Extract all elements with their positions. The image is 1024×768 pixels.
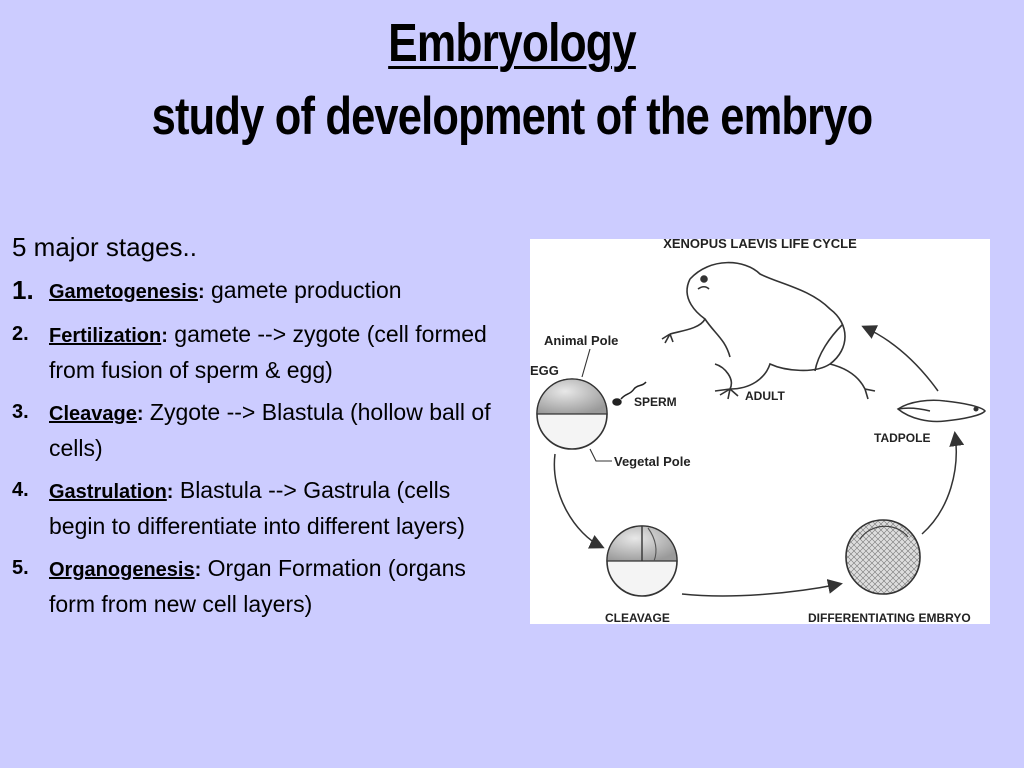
stages-intro: 5 major stages.. xyxy=(12,232,197,262)
stage-item-cleavage: 3. Cleavage: Zygote --> Blastula (hollow… xyxy=(12,395,512,465)
differentiating-embryo-label: DIFFERENTIATING EMBRYO xyxy=(808,611,971,624)
stage-description: gamete production xyxy=(204,277,402,303)
cleavage-label: CLEAVAGE xyxy=(605,611,670,624)
stage-colon: : xyxy=(197,281,205,303)
stage-colon: : xyxy=(166,481,174,503)
adult-frog-illustration xyxy=(661,261,876,400)
figure-title: XENOPUS LAEVIS LIFE CYCLE xyxy=(663,239,857,251)
differentiating-embryo-illustration xyxy=(845,519,921,595)
animal-pole-label: Animal Pole xyxy=(544,333,618,348)
life-cycle-figure: XENOPUS LAEVIS LIFE CYCLE xyxy=(530,239,990,624)
stage-item-gastrulation: 4. Gastrulation: Blastula --> Gastrula (… xyxy=(12,473,512,543)
stage-colon: : xyxy=(194,559,202,581)
stage-name: Cleavage xyxy=(49,403,137,425)
stage-number: 2. xyxy=(12,323,29,345)
slide-title: Embryology xyxy=(388,13,637,73)
stage-item-fertilization: 2. Fertilization: gamete --> zygote (cel… xyxy=(12,317,512,387)
sperm-label: SPERM xyxy=(634,395,677,409)
stage-name: Gastrulation xyxy=(49,481,167,503)
stage-description: Zygote --> Blastula (hollow ball of cell… xyxy=(49,399,491,461)
slide-subtitle: study of development of the embryo xyxy=(151,87,874,146)
stage-name: Organogenesis xyxy=(49,559,195,581)
sperm-illustration xyxy=(612,381,647,406)
stage-name: Fertilization xyxy=(49,325,162,347)
tadpole-label: TADPOLE xyxy=(874,431,930,445)
stages-list: 5 major stages.. 1. Gametogenesis: gamet… xyxy=(12,232,512,629)
stage-number: 5. xyxy=(12,557,29,579)
egg-label: EGG xyxy=(530,363,559,378)
arrow-differentiating-to-tadpole xyxy=(921,431,965,535)
stage-colon: : xyxy=(161,325,168,347)
stage-name: Gametogenesis xyxy=(49,281,198,303)
arrow-egg-to-cleavage xyxy=(553,453,605,549)
stage-number: 4. xyxy=(12,479,29,501)
adult-label: ADULT xyxy=(745,389,785,403)
stage-description: Blastula --> Gastrula (cells begin to di… xyxy=(49,477,465,539)
vegetal-pole-leader xyxy=(589,448,612,462)
stage-item-organogenesis: 5. Organogenesis: Organ Formation (organ… xyxy=(12,551,512,621)
vegetal-pole-label: Vegetal Pole xyxy=(614,454,691,469)
stage-item-gametogenesis: 1. Gametogenesis: gamete production xyxy=(12,273,512,309)
animal-pole-leader xyxy=(581,348,591,378)
life-cycle-diagram: XENOPUS LAEVIS LIFE CYCLE xyxy=(530,239,986,624)
tadpole-illustration xyxy=(896,399,986,423)
cleavage-embryo-illustration xyxy=(606,525,678,597)
arrow-tadpole-to-adult xyxy=(861,325,939,392)
stage-description: Organ Formation (organs form from new ce… xyxy=(49,555,466,617)
stage-colon: : xyxy=(136,403,144,425)
egg-illustration xyxy=(536,378,608,450)
stage-description: gamete --> zygote (cell formed from fusi… xyxy=(49,321,487,383)
arrow-cleavage-to-differentiating xyxy=(681,578,843,597)
stage-number: 1. xyxy=(12,275,34,305)
stage-number: 3. xyxy=(12,401,29,423)
